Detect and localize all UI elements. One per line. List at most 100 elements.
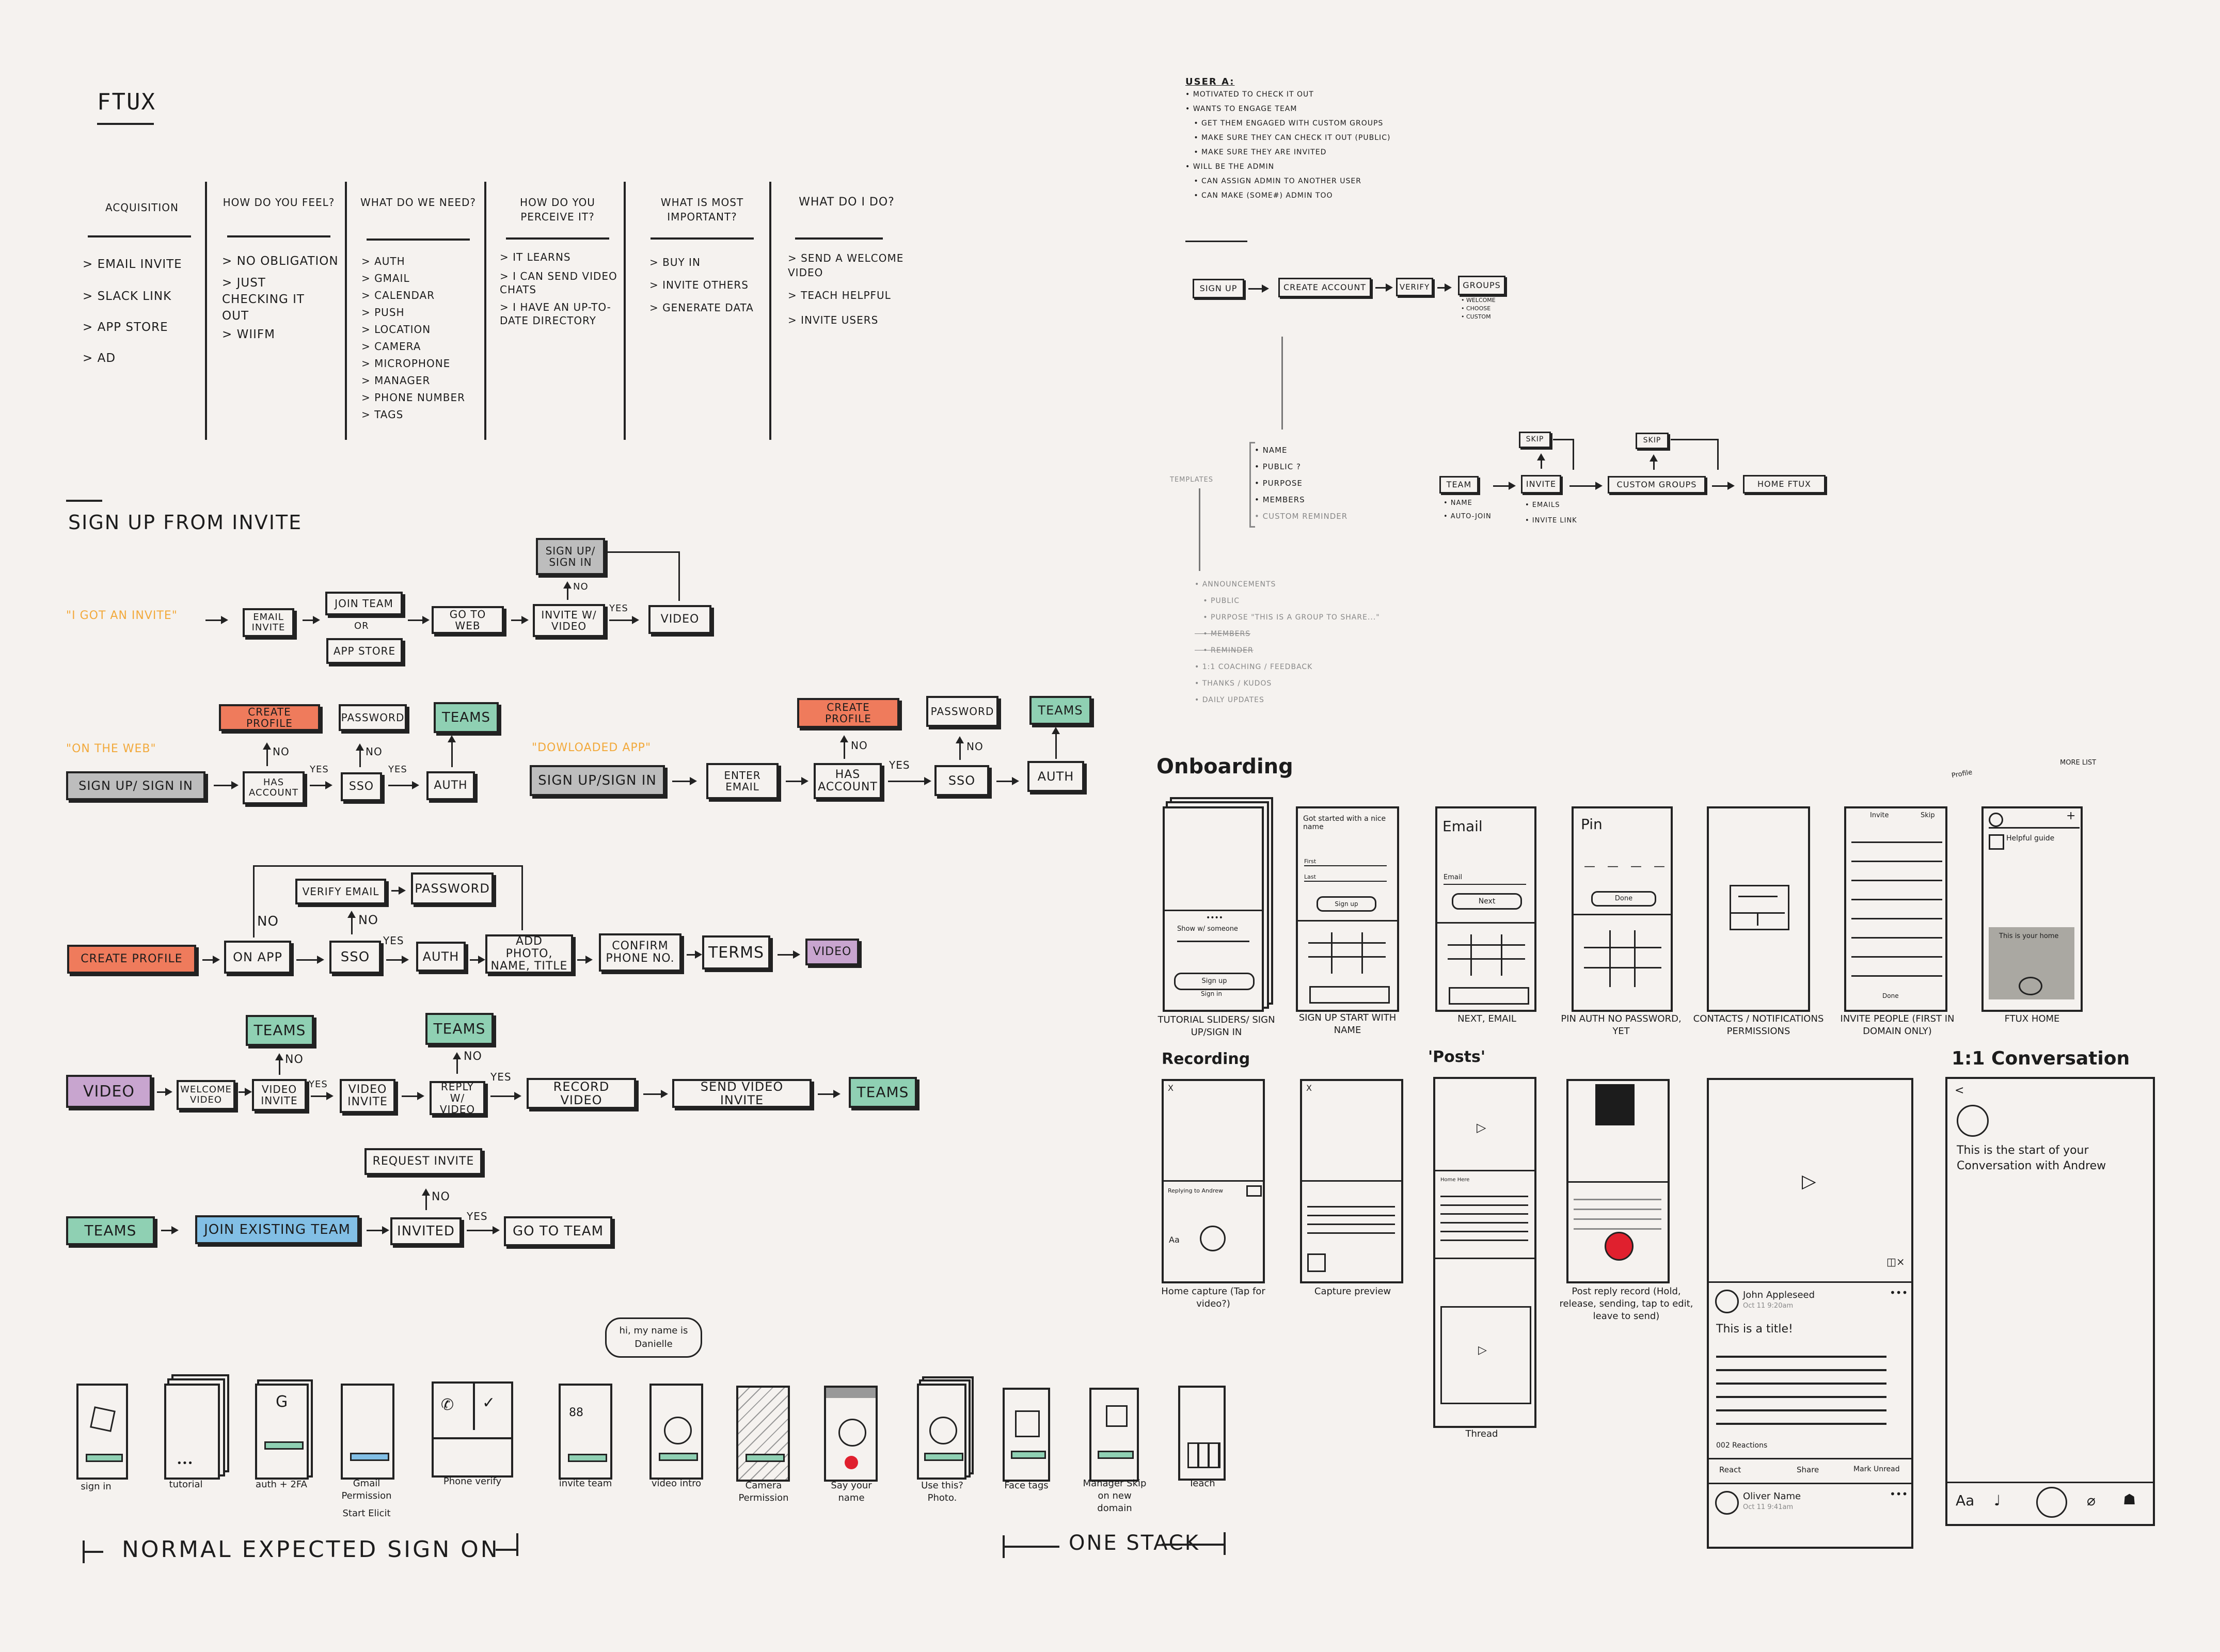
normal-sign-on-label: NORMAL EXPECTED SIGN ON: [122, 1536, 500, 1563]
divider: [1435, 1258, 1534, 1259]
connector: [1671, 439, 1717, 440]
app-store-box: APP STORE: [326, 638, 403, 664]
no-label: NO: [851, 739, 868, 752]
arrow: [1569, 482, 1603, 490]
invite-box: INVITE: [1521, 475, 1561, 494]
pin-dashes: — — — —: [1584, 860, 1669, 873]
home-ftux-box: HOME FTUX: [1743, 475, 1826, 494]
signup-button[interactable]: Sign up: [1174, 973, 1255, 990]
text-mode-icon[interactable]: Aa: [1169, 1235, 1180, 1245]
camera-icon[interactable]: [1246, 1185, 1262, 1197]
has-account-box: HAS ACCOUNT: [814, 763, 882, 799]
comment-date: Oct 11 9:41am: [1743, 1503, 1794, 1511]
skip-label[interactable]: Skip: [1921, 812, 1935, 819]
signup-screen: Got started with a nice name First Last …: [1296, 806, 1399, 1012]
divider: [1709, 1458, 1911, 1459]
verify-box: VERIFY: [1396, 278, 1433, 296]
signin-link[interactable]: Sign in: [1201, 990, 1222, 997]
play-icon[interactable]: ▷: [1477, 1120, 1486, 1135]
back-icon[interactable]: <: [1955, 1084, 1964, 1097]
last-label: Last: [1304, 873, 1316, 880]
column-feel: HOW DO YOU FEEL? > NO OBLIGATION > JUST …: [217, 195, 341, 341]
keypad: [1584, 930, 1661, 987]
record-button[interactable]: [1605, 1232, 1634, 1261]
arrow: [296, 956, 324, 964]
commenter-name: Oliver Name: [1743, 1491, 1801, 1502]
column-do: WHAT DO I DO? > SEND A WELCOME VIDEO > T…: [780, 195, 914, 326]
column-items: > IT LEARNS > I CAN SEND VIDEO CHATS > I…: [500, 249, 619, 327]
attach-icon[interactable]: ⌀: [2087, 1492, 2096, 1509]
column-items: > SEND A WELCOME VIDEO > TEACH HELPFUL >…: [788, 251, 912, 328]
arrow-up: [422, 1188, 430, 1210]
thumb-caption: auth + 2FA: [256, 1479, 307, 1490]
signup-button[interactable]: Sign up: [1317, 896, 1376, 912]
permissions-screen: [1707, 806, 1810, 1012]
record-button[interactable]: [2036, 1487, 2067, 1518]
helpful-text: Helpful guide: [2006, 834, 2055, 843]
list-item: > MICROPHONE: [361, 357, 451, 370]
list-item: • ANNOUNCEMENTS: [1195, 580, 1276, 589]
sso-box: SSO: [329, 941, 381, 974]
on-app-box: ON APP: [224, 941, 291, 974]
video-card: ▷: [1440, 1306, 1531, 1404]
arrow: [214, 781, 239, 789]
no-label: NO: [573, 581, 589, 592]
divider: [1757, 912, 1758, 926]
plus-icon[interactable]: +: [2066, 809, 2076, 822]
keyboard-bar: [1449, 987, 1529, 1005]
arrow-up: [347, 911, 356, 934]
arrow-up: [563, 581, 572, 600]
list-item: > WIIFM: [222, 328, 275, 341]
add-photo-box: ADD PHOTO, NAME, TITLE: [485, 934, 573, 974]
arrow: [643, 1090, 668, 1098]
sso-box: SSO: [341, 772, 382, 801]
close-icon[interactable]: X: [1168, 1083, 1174, 1093]
thread-screen: ▷ Home Here ▷: [1433, 1077, 1536, 1428]
enter-email-box: ENTER EMAIL: [706, 763, 779, 799]
screen-caption: Home capture (Tap for video?): [1161, 1286, 1265, 1309]
people-icon[interactable]: ☗: [2123, 1491, 2136, 1508]
thumb-caption: Teach: [1188, 1478, 1215, 1489]
column-head: WHAT DO WE NEED?: [360, 196, 477, 209]
divider: [1177, 941, 1249, 942]
play-icon[interactable]: ▷: [1478, 1344, 1487, 1357]
list-item: > EMAIL INVITE: [83, 258, 182, 271]
next-button[interactable]: Next: [1452, 893, 1522, 910]
record-video-box: RECORD VIDEO: [527, 1078, 636, 1109]
or-label: OR: [354, 621, 369, 631]
done-label[interactable]: Done: [1882, 992, 1899, 999]
react-button[interactable]: React: [1719, 1465, 1741, 1474]
teams-box: TEAMS: [849, 1077, 917, 1108]
list-item: • CUSTOM: [1461, 313, 1491, 320]
mark-unread-button[interactable]: Mark Unread: [1853, 1465, 1900, 1473]
screen-thumb: [76, 1384, 128, 1480]
screen-caption: FTUX HOME: [2004, 1013, 2060, 1024]
capture-button[interactable]: [1200, 1226, 1226, 1251]
posts-title: 'Posts': [1428, 1048, 1486, 1066]
mic-icon[interactable]: ♩: [1994, 1492, 2001, 1509]
no-label: NO: [358, 913, 378, 927]
list-item: • INVITE LINK: [1525, 517, 1577, 525]
screen-caption: CONTACTS / NOTIFICATIONS PERMISSIONS: [1693, 1013, 1824, 1037]
team-box: TEAM: [1439, 476, 1479, 494]
user-a-line: • GET THEM ENGAGED WITH CUSTOM GROUPS: [1185, 119, 1384, 128]
bracket-right: [1224, 1532, 1226, 1555]
list-item: > INVITE USERS: [788, 314, 879, 326]
close-icon[interactable]: X: [1306, 1083, 1312, 1093]
audio-icon[interactable]: ◫×: [1886, 1256, 1905, 1268]
column-items: > EMAIL INVITE > SLACK LINK > APP STORE …: [83, 256, 182, 367]
column-need: WHAT DO WE NEED? > AUTH > GMAIL > CALEND…: [356, 195, 480, 421]
more-icon[interactable]: •••: [1890, 1488, 1908, 1500]
more-icon[interactable]: •••: [1890, 1286, 1908, 1299]
invite-sub-list: • EMAILS • INVITE LINK: [1525, 498, 1577, 529]
share-button[interactable]: Share: [1797, 1465, 1819, 1474]
record-button[interactable]: [2019, 977, 2042, 995]
arrow: [996, 777, 1019, 785]
avatar[interactable]: [1989, 813, 2003, 827]
list-item: > INVITE OTHERS: [649, 279, 749, 291]
play-icon[interactable]: ▷: [1802, 1171, 1816, 1192]
speech-bubble: hi, my name is Danielle: [605, 1317, 702, 1358]
list-item: • REMINDER: [1195, 646, 1254, 655]
text-mode-icon[interactable]: Aa: [1956, 1492, 1975, 1509]
done-button[interactable]: Done: [1591, 891, 1656, 907]
